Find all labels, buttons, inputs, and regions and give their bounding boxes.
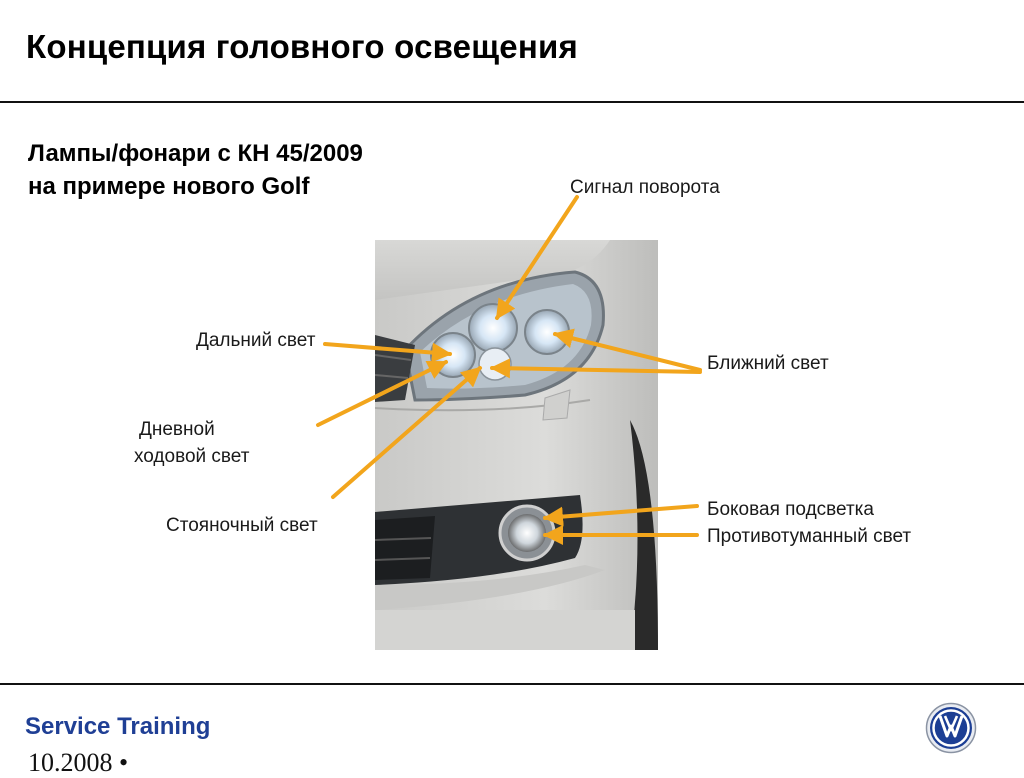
label-low-beam: Ближний свет — [707, 353, 829, 374]
subtitle-line-1: Лампы/фонари с КН 45/2009 — [28, 140, 363, 167]
label-drl-line-2: ходовой свет — [134, 446, 250, 467]
subtitle-line-2: на примере нового Golf — [28, 173, 310, 200]
label-fog: Противотуманный свет — [707, 526, 912, 547]
footer-brand: Service Training — [25, 713, 211, 740]
label-parking: Стояночный свет — [166, 515, 318, 536]
vw-logo-icon — [925, 702, 977, 754]
arrow-parking — [331, 366, 482, 499]
arrow-drl — [316, 360, 448, 427]
arrow-turn-signal — [495, 195, 579, 320]
label-high-beam: Дальний свет — [196, 330, 316, 351]
label-turn-signal: Сигнал поворота — [570, 177, 720, 198]
arrow-low-beam-2 — [490, 358, 702, 379]
subtitle: Лампы/фонари с КН 45/2009 на примере нов… — [28, 137, 363, 203]
arrow-low-beam-1 — [553, 328, 702, 372]
footer-date: 10.2008 • — [28, 748, 129, 777]
top-divider — [0, 101, 1024, 103]
bottom-divider — [0, 683, 1024, 685]
label-drl: Дневной ходовой свет — [134, 416, 249, 470]
arrow-high-beam — [323, 342, 452, 363]
arrow-cornering — [543, 504, 699, 527]
label-cornering: Боковая подсветка — [707, 499, 874, 520]
page-title: Концепция головного освещения — [26, 28, 578, 65]
label-drl-line-1: Дневной — [139, 419, 215, 440]
